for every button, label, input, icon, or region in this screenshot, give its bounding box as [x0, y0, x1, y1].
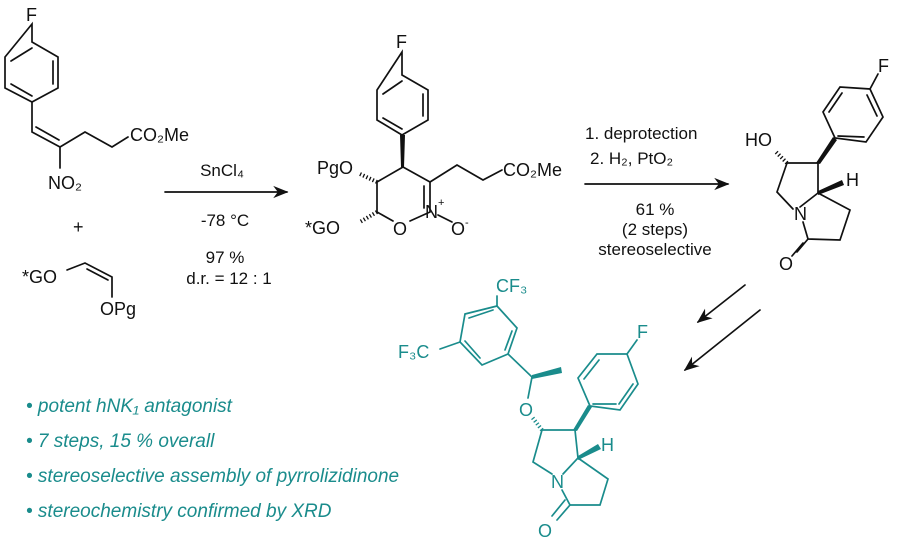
step1-reagent: SnCl₄: [200, 161, 244, 180]
step2-line1: 1. deprotection: [585, 124, 697, 143]
highlight-item: • stereochemistry confirmed by XRD: [26, 501, 332, 522]
reaction-arrow-1: SnCl₄ -78 °C 97 % d.r. = 12 : 1: [164, 161, 289, 288]
target-compound-structure: CF₃ F₃C O F H N O: [398, 276, 648, 541]
ester-label: CO₂Me: [503, 160, 562, 180]
nitrogen-charge: +: [438, 197, 444, 209]
nitrogen-label: N: [794, 204, 807, 224]
reaction-arrow-2: 1. deprotection 2. H₂, PtO₂ 61 % (2 step…: [584, 124, 730, 259]
multistep-arrows: [683, 284, 761, 371]
pgo-label: PgO: [317, 158, 353, 178]
step2-steps: (2 steps): [622, 220, 688, 239]
nitroalkene-structure: F CO₂Me NO₂: [4, 5, 189, 193]
nitro-label: NO₂: [48, 173, 82, 193]
fluoro-label: F: [396, 32, 407, 52]
fluoro-label: F: [637, 322, 648, 342]
opg-label: OPg: [100, 299, 136, 319]
highlight-item: • potent hNK₁ antagonist: [26, 396, 233, 417]
hydrogen-label: H: [601, 435, 614, 455]
highlight-item: • 7 steps, 15 % overall: [26, 431, 215, 452]
nitrogen-label: N: [551, 472, 564, 492]
highlights-list: • potent hNK₁ antagonist • 7 steps, 15 %…: [26, 396, 399, 522]
fluoro-label: F: [878, 56, 889, 76]
carbonyl-oxygen-label: O: [779, 254, 793, 274]
oxide-label: O: [451, 219, 465, 239]
ether-oxygen-label: O: [519, 400, 533, 420]
enol-ether-structure: *GO OPg: [22, 262, 136, 319]
nitronate-structure: F PgO *GO O N + O - CO₂Me: [305, 32, 562, 239]
hydroxy-label: HO: [745, 130, 772, 150]
f3c-label: F₃C: [398, 342, 429, 362]
pyrrolizidinone-structure: HO F H N O: [745, 56, 889, 274]
plus-sign: +: [73, 217, 84, 237]
step1-yield: 97 %: [206, 248, 245, 267]
step2-yield: 61 %: [636, 200, 675, 219]
go-label: *GO: [305, 218, 340, 238]
go-label: *GO: [22, 267, 57, 287]
hydrogen-label: H: [846, 170, 859, 190]
ester-label: CO₂Me: [130, 125, 189, 145]
carbonyl-oxygen-label: O: [538, 521, 552, 541]
step1-temperature: -78 °C: [201, 211, 249, 230]
step2-note: stereoselective: [598, 240, 711, 259]
step1-dr: d.r. = 12 : 1: [186, 269, 272, 288]
cf3-label: CF₃: [496, 276, 527, 296]
oxide-charge: -: [465, 217, 469, 229]
step2-line2: 2. H₂, PtO₂: [590, 149, 673, 168]
fluoro-label: F: [26, 5, 37, 25]
nitrogen-label: N: [425, 202, 438, 222]
ring-oxygen-label: O: [393, 219, 407, 239]
highlight-item: • stereoselective assembly of pyrrolizid…: [26, 466, 399, 487]
